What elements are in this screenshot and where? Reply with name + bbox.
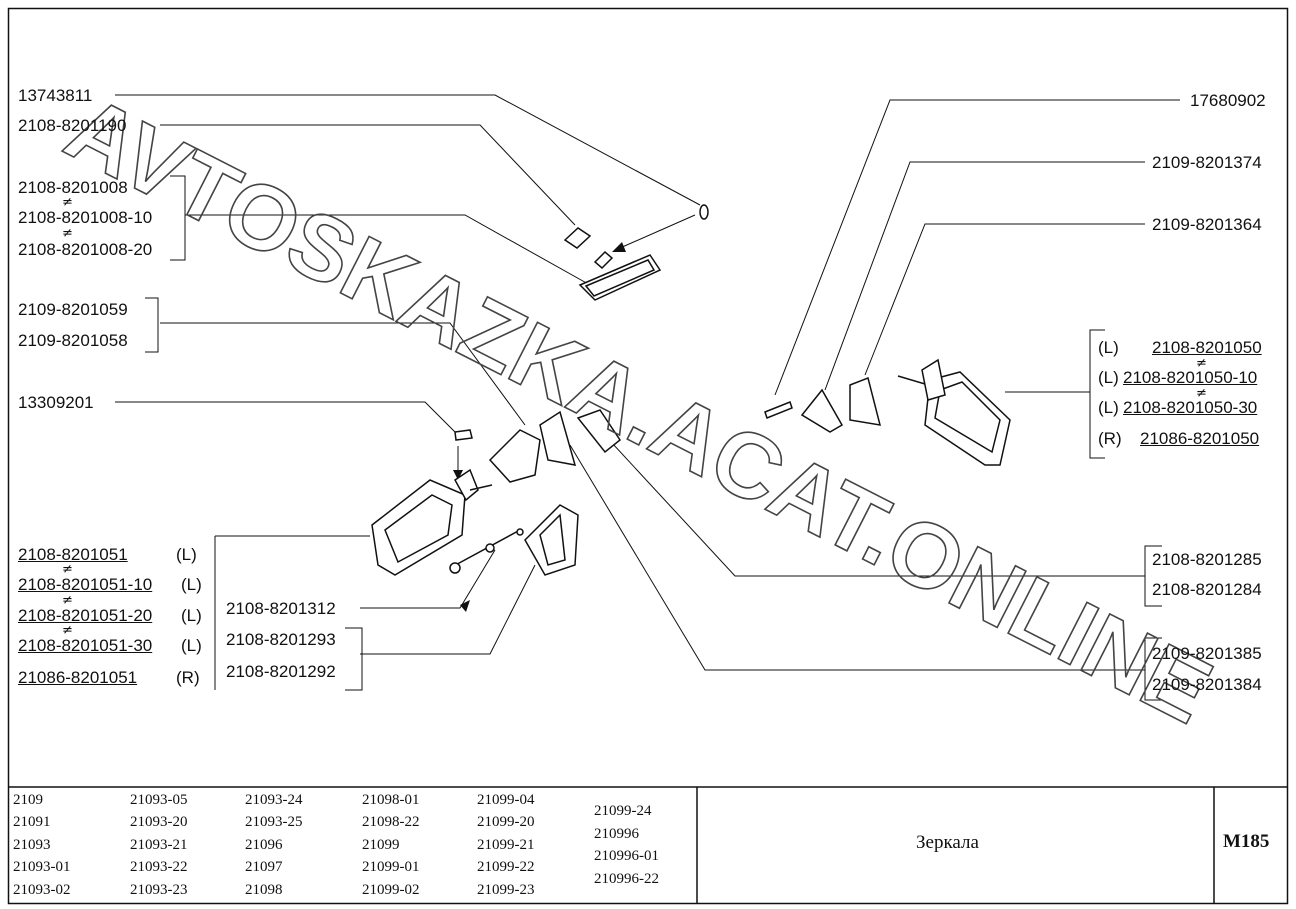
model-code: 21093 <box>13 837 51 853</box>
model-code: 21099-04 <box>477 792 535 808</box>
label-2109-8201385: 2109-8201385 <box>1152 644 1262 663</box>
model-code: 21099-24 <box>594 803 652 819</box>
label-2108-8201051-30: 2108-8201051-30 <box>18 636 153 655</box>
side-right: (R) <box>1098 429 1122 448</box>
label-2108-8201051: 2108-8201051 <box>18 545 128 564</box>
model-code: 21093-05 <box>130 792 188 808</box>
label-13743811: 13743811 <box>18 86 93 105</box>
model-code: 210996-22 <box>594 871 659 887</box>
label-2108-8201312: 2108-8201312 <box>226 599 336 618</box>
sheet-border <box>7 7 1289 905</box>
model-code: 21099-02 <box>362 882 420 898</box>
neq-sign: ≠ <box>1196 386 1207 401</box>
model-code: 21099-01 <box>362 859 420 875</box>
model-code: 210996 <box>594 826 639 842</box>
left-mirror-parts <box>449 504 579 576</box>
label-2108-8201008-10: 2108-8201008-10 <box>18 208 153 227</box>
label-2108-8201293: 2108-8201293 <box>226 630 336 649</box>
label-2108-8201285: 2108-8201285 <box>1152 550 1262 569</box>
side-left: (L) <box>176 545 197 564</box>
neq-sign: ≠ <box>62 226 73 241</box>
side-left: (L) <box>1098 398 1119 417</box>
model-code: 21099 <box>362 837 400 853</box>
label-2108-8201050-30: 2108-8201050-30 <box>1123 398 1258 417</box>
label-2108-8201051-20: 2108-8201051-20 <box>18 606 153 625</box>
model-code: 21093-22 <box>130 859 188 875</box>
brackets <box>145 175 1162 701</box>
neq-sign: ≠ <box>62 562 73 577</box>
model-code: 210996-01 <box>594 848 659 864</box>
model-code: 21093-20 <box>130 814 188 830</box>
model-code: 21093-24 <box>245 792 303 808</box>
sheet-code: M185 <box>1223 831 1270 852</box>
right-outer-mirror <box>764 358 1011 466</box>
label-17680902: 17680902 <box>1190 91 1266 110</box>
left-outer-mirror <box>371 409 622 576</box>
side-left: (L) <box>181 636 202 655</box>
model-code: 21093-01 <box>13 859 71 875</box>
label-2108-8201050: 2108-8201050 <box>1152 338 1262 357</box>
label-2108-8201190: 2108-8201190 <box>18 116 127 135</box>
neq-sign: ≠ <box>62 593 73 608</box>
interior-mirror <box>563 204 709 301</box>
model-code: 21097 <box>245 859 283 875</box>
model-code: 21093-25 <box>245 814 303 830</box>
label-2108-8201008-20: 2108-8201008-20 <box>18 240 153 259</box>
model-code: 21091 <box>13 814 51 830</box>
label-2108-8201284: 2108-8201284 <box>1152 580 1262 599</box>
model-code: 21098 <box>245 882 283 898</box>
model-code: 21093-02 <box>13 882 71 898</box>
model-code: 2109 <box>13 792 43 808</box>
neq-sign: ≠ <box>62 195 73 210</box>
model-code: 21099-22 <box>477 859 535 875</box>
side-left: (L) <box>1098 338 1119 357</box>
side-left: (L) <box>181 606 202 625</box>
label-2109-8201058: 2109-8201058 <box>18 331 128 350</box>
label-2109-8201384: 2109-8201384 <box>1152 675 1262 694</box>
side-left: (L) <box>181 575 202 594</box>
side-right: (R) <box>176 668 200 687</box>
model-code: 21099-20 <box>477 814 535 830</box>
model-code: 21093-23 <box>130 882 188 898</box>
leader-lines <box>115 94 1180 671</box>
model-code: 21099-23 <box>477 882 535 898</box>
label-2109-8201364: 2109-8201364 <box>1152 215 1262 234</box>
model-code: 21093-21 <box>130 837 188 853</box>
label-2108-8201050-10: 2108-8201050-10 <box>1123 368 1258 387</box>
label-21086-8201051: 21086-8201051 <box>18 668 138 687</box>
arrow-heads <box>453 242 626 612</box>
model-code: 21098-22 <box>362 814 420 830</box>
page-title: Зеркала <box>916 832 979 853</box>
model-code: 21096 <box>245 837 283 853</box>
side-left: (L) <box>1098 368 1119 387</box>
model-code: 21099-21 <box>477 837 535 853</box>
label-2109-8201059: 2109-8201059 <box>18 300 128 319</box>
neq-sign: ≠ <box>1196 356 1207 371</box>
neq-sign: ≠ <box>62 623 73 638</box>
label-2109-8201374: 2109-8201374 <box>1152 153 1262 172</box>
label-2108-8201008: 2108-8201008 <box>18 178 128 197</box>
label-13309201: 13309201 <box>18 393 94 412</box>
label-2108-8201051-10: 2108-8201051-10 <box>18 575 153 594</box>
label-21086-8201050: 21086-8201050 <box>1140 429 1260 448</box>
model-code: 21098-01 <box>362 792 420 808</box>
label-2108-8201292: 2108-8201292 <box>226 662 336 681</box>
